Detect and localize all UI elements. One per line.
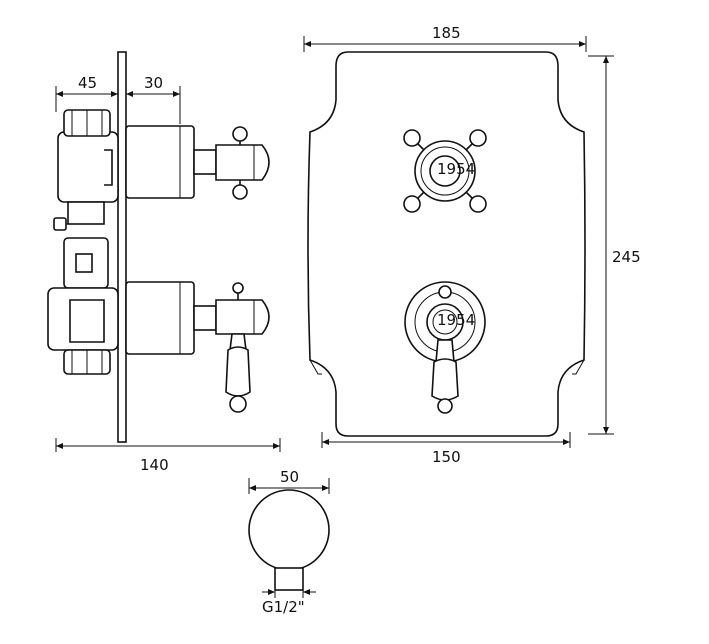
dim-plate-top-width: 185 [432,24,461,42]
lower-valve-body [47,287,119,375]
outlet-elbow [248,489,330,571]
dim-outlet-thread: G1/2" [262,598,305,616]
upper-valve-body [57,109,119,225]
upper-handle-badge: 1954 [437,160,475,178]
upper-shroud [125,125,270,200]
outlet-view: 50 G1/2" [248,468,330,616]
dim-side-front: 30 [144,74,163,92]
dim-plate-bottom-width: 150 [432,448,461,466]
dim-plate-height: 245 [612,248,641,266]
lower-shroud [125,281,270,413]
upper-cross-handle: 1954 [403,129,487,213]
lower-lever-handle: 1954 [404,281,486,414]
side-view: 45 30 140 [47,51,281,474]
dim-side-back: 45 [78,74,97,92]
dim-side-overall: 140 [140,456,169,474]
front-view: 1954 1954 185 245 150 [303,24,641,466]
lower-handle-badge: 1954 [437,311,475,329]
faceplate-outline [307,51,586,437]
dim-outlet-diameter: 50 [280,468,299,486]
